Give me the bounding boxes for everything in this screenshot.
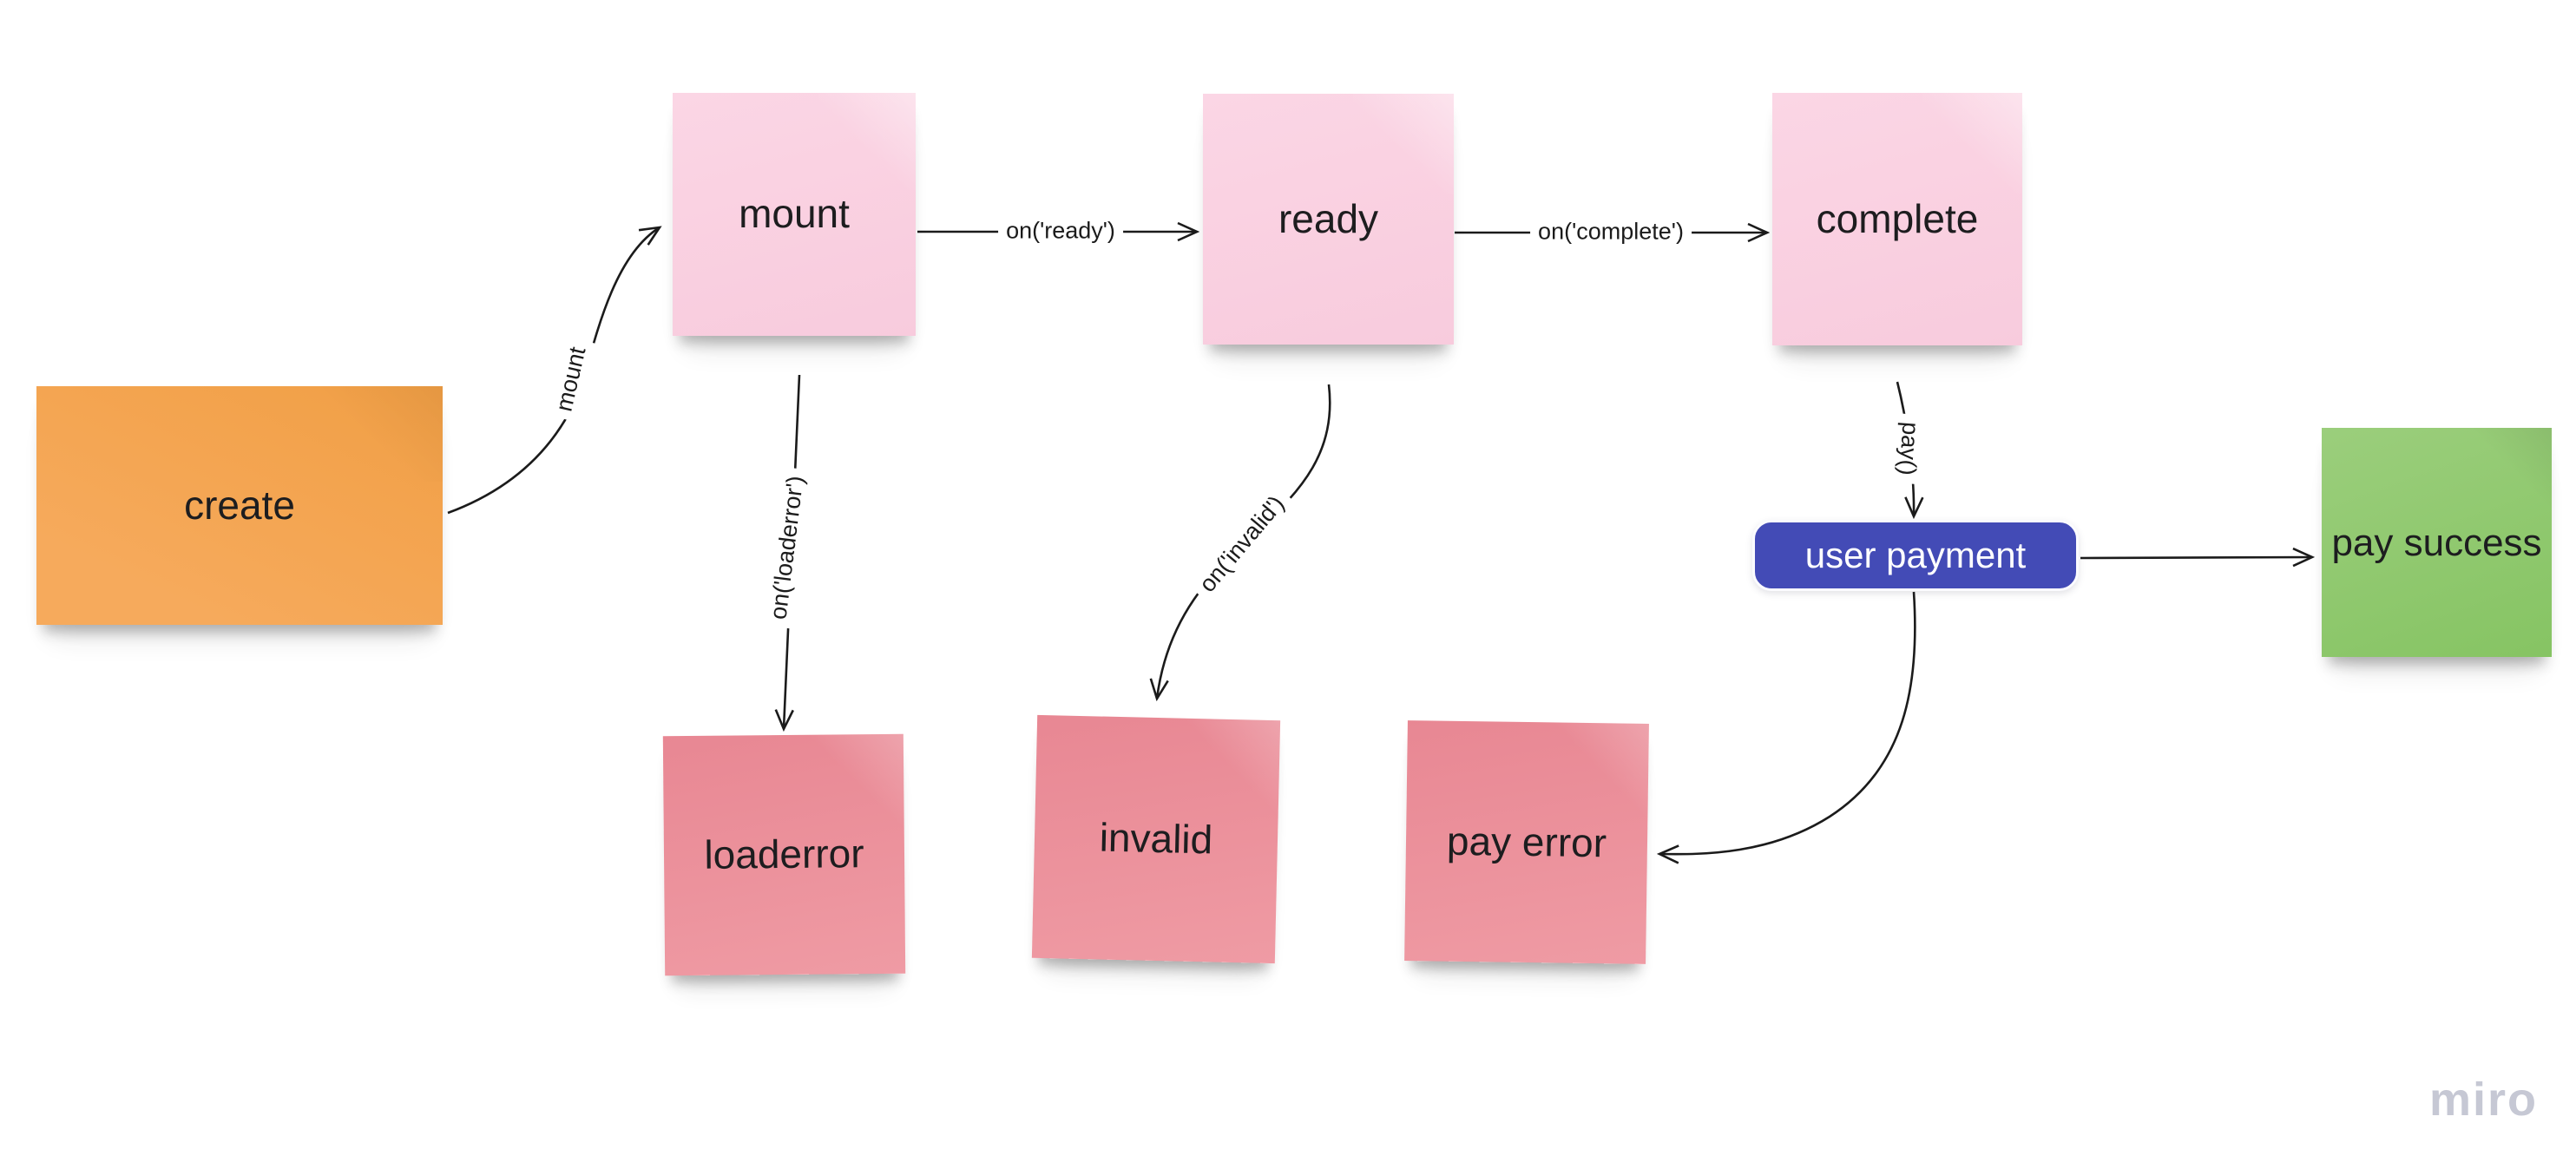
sticky-note-label: loaderror — [704, 831, 864, 878]
connector-label-on-ready[interactable]: on('ready') — [998, 214, 1123, 247]
sticky-note-label: invalid — [1099, 814, 1213, 863]
connector-label-pay[interactable]: pay() — [1889, 413, 1928, 484]
sticky-note-pay-success[interactable]: pay success — [2322, 428, 2552, 657]
miro-watermark-logo: miro — [2429, 1074, 2539, 1126]
sticky-note-label: pay success — [2331, 521, 2542, 564]
sticky-note-label: ready — [1278, 195, 1379, 241]
sticky-note-label: mount — [739, 191, 850, 237]
sticky-note-pay-error[interactable]: pay error — [1404, 720, 1649, 964]
connector-label-on-complete[interactable]: on('complete') — [1530, 215, 1692, 248]
sticky-note-label: complete — [1816, 195, 1979, 241]
sticky-note-loaderror[interactable]: loaderror — [662, 733, 906, 976]
sticky-note-label: pay error — [1446, 818, 1607, 866]
shape-label: user payment — [1804, 535, 2027, 575]
connector-user-payment-pay-success[interactable] — [2080, 557, 2312, 558]
connector-create-mount[interactable] — [447, 227, 660, 515]
sticky-note-invalid[interactable]: invalid — [1031, 714, 1281, 964]
sticky-note-ready[interactable]: ready — [1203, 94, 1454, 345]
sticky-note-create[interactable]: create — [36, 386, 443, 625]
shape-user-payment[interactable]: user payment — [1752, 520, 2079, 591]
connector-line[interactable] — [447, 227, 660, 515]
connector-line[interactable] — [2080, 557, 2312, 558]
sticky-note-complete[interactable]: complete — [1772, 93, 2022, 345]
sticky-note-mount[interactable]: mount — [673, 93, 916, 336]
connector-user-payment-pay-error[interactable] — [1659, 591, 1916, 854]
connector-line[interactable] — [1659, 591, 1916, 854]
sticky-note-label: create — [184, 482, 295, 528]
